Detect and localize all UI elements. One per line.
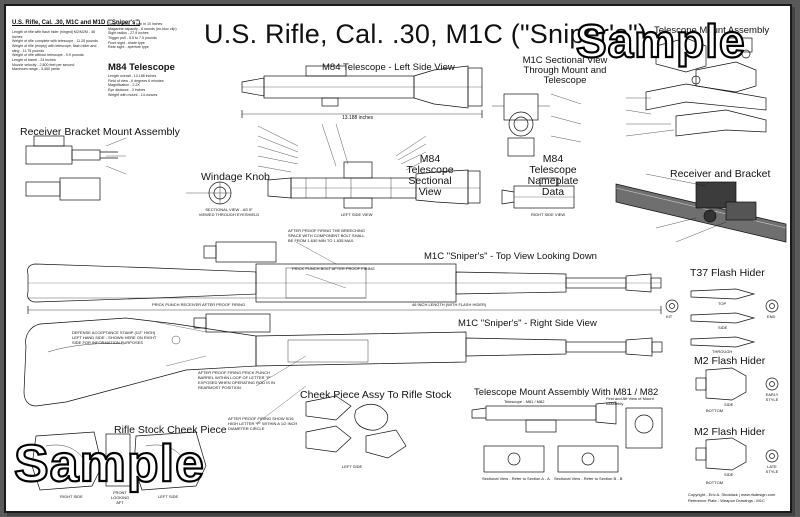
m2-flash-hider-a-drawing bbox=[695, 367, 779, 401]
m84-sectional-title: M84 Telescope Sectional View bbox=[406, 153, 454, 199]
spec-line: Weight of rifle without telescope - 9.9 … bbox=[12, 53, 84, 58]
proof-firing-note: AFTER PROOF FIRING THE BREECHING SPACE W… bbox=[288, 228, 366, 243]
m2-flash-hider-b-drawing bbox=[695, 437, 779, 471]
right-view-rifle-drawing bbox=[23, 313, 663, 407]
spec-line: Front sight - blade type bbox=[108, 40, 145, 45]
t37-flash-hider-drawing bbox=[665, 288, 779, 348]
rifle-stock-cheek-drawing bbox=[31, 431, 207, 491]
cheek-piece-assy-drawing bbox=[305, 395, 407, 459]
spec-line: Weight with mount - 14 ounces bbox=[108, 92, 158, 97]
m84-sectional-drawing bbox=[267, 161, 481, 209]
section-b-label: Sectional View - Refer to Section B - B bbox=[554, 476, 623, 481]
right-side-view-label: RIGHT SIDE VIEW bbox=[531, 212, 566, 217]
spec-line: Weight of rifle complete with telescope … bbox=[12, 39, 98, 44]
spec-line: Trigger pull - 5.5 to 7.5 pounds bbox=[108, 36, 157, 41]
m2b-bottom-label: BOTTOM bbox=[706, 480, 724, 485]
first-aft-view-label: First and Aft View of Mount Assembly bbox=[606, 396, 654, 406]
stock-left-side-label: LEFT SIDE bbox=[158, 494, 179, 499]
spec-line: Field of view - 6 degrees 6 minutes bbox=[108, 78, 164, 83]
m84-length-dimension: 13.188 inches bbox=[342, 115, 374, 121]
defense-stamp-note: DEFENSE ACCEPTANCE STAMP (1/2" HIGH) LEF… bbox=[72, 330, 157, 345]
m2b-late-style-label: LATE STYLE bbox=[765, 464, 779, 474]
spec-line: Rear sight - aperture type bbox=[108, 45, 149, 50]
drawing-plate: U.S. Rifle, Cal. .30, M1C ("Sniper's") U… bbox=[4, 4, 792, 513]
note-leaders bbox=[155, 241, 347, 425]
t37-end-label: END bbox=[767, 314, 776, 319]
top-view-rifle-drawing bbox=[27, 241, 662, 314]
windage-knob-drawing bbox=[186, 181, 232, 205]
m2-flash-hider-a-title: M2 Flash Hider bbox=[694, 355, 766, 367]
specs-column-1: Length of rifle with flash hider (hinged… bbox=[12, 30, 104, 72]
leader-lines bbox=[257, 123, 427, 173]
receiver-bracket-drawing bbox=[25, 135, 127, 201]
prick-punch-bolt-note: PRICK PUNCH BOLT AFTER PROOF FIRING bbox=[292, 266, 375, 271]
top-view-title: M1C "Sniper's" - Top View Looking Down bbox=[424, 251, 597, 262]
m2a-side-label: SIDE bbox=[724, 402, 734, 407]
kit-label: KIT bbox=[666, 314, 673, 319]
copyright-line-2: Reference Plate - Weapon Drawings - M1C bbox=[688, 498, 765, 503]
cheek-piece-assy-title: Cheek Piece Assy To Rifle Stock bbox=[300, 389, 452, 401]
t37-top-label: TOP bbox=[718, 301, 727, 306]
cheek-left-side-label: LEFT SIDE bbox=[342, 464, 363, 469]
receiver-and-bracket-title: Receiver and Bracket bbox=[670, 168, 771, 180]
section-a-label: Sectional View - Refer to Section A - A bbox=[482, 476, 550, 481]
spec-line: Twist of rifling - 1 turn in 10 inches bbox=[108, 22, 163, 26]
spec-line: Length overall - 13.188 inches bbox=[108, 74, 157, 78]
m2a-early-style-label: EARLY STYLE bbox=[765, 392, 779, 402]
m2b-side-label: SIDE bbox=[724, 472, 734, 477]
m84-left-view-drawing bbox=[241, 65, 483, 118]
copyright-line: Copyright - Eric A. Shostack | www.rlsde… bbox=[688, 492, 776, 497]
nameplate-drawing bbox=[501, 177, 575, 209]
windage-note: SECTIONAL VIEW - AS IF VIEWED THROUGH EY… bbox=[198, 207, 260, 217]
rifle-stock-cheek-title: Rifle Stock Cheek Piece bbox=[114, 424, 227, 436]
mount-assembly-title: Telescope Mount Assembly bbox=[654, 25, 770, 36]
receiver-and-bracket-drawing bbox=[615, 173, 787, 243]
m84-nameplate-title: M84 Telescope Nameplate Data bbox=[527, 153, 579, 199]
windage-knob-title: Windage Knob bbox=[201, 171, 270, 183]
t37-through-label: THROUGH bbox=[712, 349, 733, 354]
line-art bbox=[23, 37, 787, 491]
sample-watermark-top: Sample bbox=[575, 14, 746, 68]
spec-line: Magnification - 2.2X bbox=[108, 83, 140, 88]
spec-line: Length of rifle with flash hider (hinged… bbox=[12, 30, 96, 39]
spec-line: Muzzle velocity - 2,800 feet per second bbox=[12, 62, 75, 67]
specs-heading: U.S. Rifle, Cal. .30, M1C and M1D ("Snip… bbox=[12, 20, 141, 26]
spec-line: Magazine capacity - 8 rounds (en-bloc cl… bbox=[108, 26, 177, 31]
spec-line: Maximum range - 3,450 yards bbox=[12, 67, 60, 72]
specs-column-2: Twist of rifling - 1 turn in 10 inches M… bbox=[108, 22, 198, 50]
page-title: U.S. Rifle, Cal. .30, M1C ("Sniper's") bbox=[204, 19, 648, 49]
m2a-bottom-label: BOTTOM bbox=[706, 408, 724, 413]
receiver-bracket-title: Receiver Bracket Mount Assembly bbox=[20, 126, 180, 138]
t37-title: T37 Flash Hider bbox=[690, 267, 765, 279]
mount-assembly-drawing bbox=[625, 37, 767, 137]
spec-line: Sight radius - 27.9 inches bbox=[108, 31, 149, 36]
prick-punch-receiver-note: PRICK PUNCH RECEIVER AFTER PROOF FIRING bbox=[152, 302, 246, 307]
right-view-title: M1C "Sniper's" - Right Side View bbox=[458, 318, 597, 329]
sectional-mount-drawing bbox=[492, 93, 582, 157]
left-side-view-label: LEFT SIDE VIEW bbox=[341, 212, 373, 217]
m84-specs-list: Length overall - 13.188 inches Field of … bbox=[108, 74, 198, 97]
spec-line: Eye distance - 3 inches bbox=[108, 88, 146, 93]
prick-punch-barrel-note: AFTER PROOF FIRING PRICK PUNCH BARREL WI… bbox=[198, 370, 276, 390]
t37-side-label: SIDE bbox=[718, 325, 728, 330]
spec-line: Length of barrel - 24 inches bbox=[12, 58, 56, 63]
mount-m81-title: Telescope Mount Assembly With M81 / M82 bbox=[474, 387, 659, 398]
spec-line: Weight of rifle (empty) with telescope, … bbox=[12, 44, 97, 53]
letter-p-note: AFTER PROOF FIRING SHOW 5/16 HIGH LETTER… bbox=[228, 416, 298, 431]
scope-m81-label: Telescope - M81 / M82 bbox=[504, 399, 545, 404]
overall-length-note: 46 INCH LENGTH (WITH FLASH HIDER) bbox=[412, 302, 487, 307]
sample-watermark-bottom: Sample bbox=[13, 434, 205, 494]
stock-right-side-label: RIGHT SIDE bbox=[60, 494, 83, 499]
m2-flash-hider-b-title: M2 Flash Hider bbox=[694, 426, 766, 438]
m84-specs-heading: M84 Telescope bbox=[108, 62, 175, 73]
mount-m81-drawing bbox=[471, 401, 663, 473]
m84-left-view-title: M84 Telescope - Left Side View bbox=[322, 62, 455, 73]
m1c-sectional-title: M1C Sectional View Through Mount and Tel… bbox=[522, 55, 608, 86]
stock-front-label: FRONT LOOKING AFT bbox=[110, 490, 130, 505]
